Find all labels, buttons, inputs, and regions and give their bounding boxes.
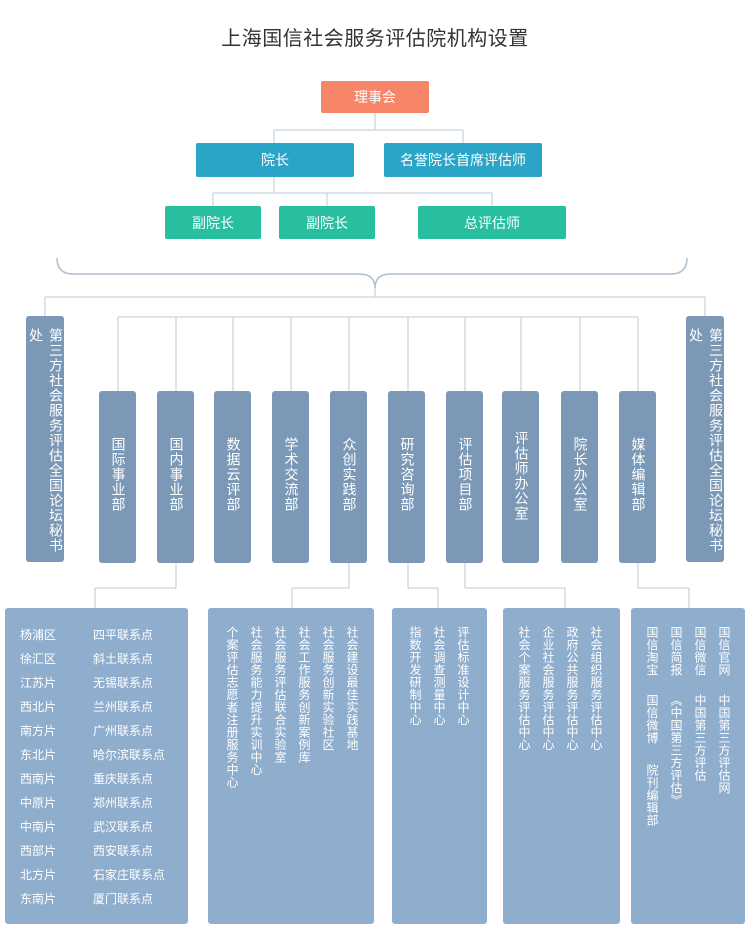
president-box: 院长	[196, 143, 354, 177]
dept-label: 媒体编辑部	[629, 437, 646, 512]
innovation-item: 社会建设最佳实践基地	[345, 626, 359, 751]
innovation-panel	[208, 608, 374, 924]
contact-item: 武汉联系点	[93, 820, 154, 834]
contact-item: 厦门联系点	[93, 892, 154, 906]
region-item: 徐汇区	[20, 652, 57, 666]
evaluation-item: 政府公共服务评估中心	[565, 626, 579, 751]
chief-evaluator-box: 总评估师	[418, 206, 566, 239]
vice-president-label-2: 副院长	[306, 215, 348, 232]
dept-president-office: 院长办公室	[561, 391, 598, 563]
media-item: 国信官网	[717, 626, 731, 676]
region-item: 东北片	[20, 748, 57, 762]
page-title: 上海国信社会服务评估院机构设置	[221, 26, 529, 50]
dept-evaluator-office: 评估师办公室	[502, 391, 539, 563]
dept-academic: 学术交流部	[272, 391, 309, 563]
vice-president-box-1: 副院长	[165, 206, 261, 239]
forum-secretariat-right: 第三方社会服务评估全国论坛秘书处	[686, 316, 724, 562]
innovation-item: 社会工作服务创新案例库	[297, 626, 311, 764]
contact-item: 斜土联系点	[93, 652, 154, 666]
region-item: 西部片	[20, 844, 57, 858]
evaluation-item: 社会组织服务评估中心	[589, 626, 603, 751]
innovation-item: 社会服务能力提升实训中心	[249, 626, 263, 776]
research-item: 指数开发研制中心	[408, 626, 422, 726]
media-item: 中国第三方评估	[693, 694, 707, 782]
innovation-item: 个案评估志愿者注册服务中心	[225, 626, 239, 789]
forum-secretariat-right-label: 第三方社会服务评估全国论坛秘书处	[687, 328, 723, 553]
media-item: 国信微博	[645, 694, 659, 744]
region-item: 江苏片	[20, 676, 57, 690]
evaluation-panel	[503, 608, 620, 924]
vice-president-label-1: 副院长	[192, 215, 234, 232]
forum-secretariat-left: 第三方社会服务评估全国论坛秘书处	[26, 316, 64, 562]
dept-label: 院长办公室	[571, 437, 588, 512]
vice-president-box-2: 副院长	[279, 206, 375, 239]
dept-media: 媒体编辑部	[619, 391, 656, 563]
contact-item: 郑州联系点	[93, 796, 154, 810]
research-item: 社会调查测量中心	[432, 626, 446, 726]
media-item: 国信淘宝	[645, 626, 659, 676]
research-panel	[392, 608, 487, 924]
dept-label: 评估项目部	[456, 437, 473, 512]
contact-item: 广州联系点	[93, 724, 154, 738]
domestic-network-panel: 杨浦区 徐汇区 江苏片 西北片 南方片 东北片 西南片 中原片 中南片 西部片 …	[5, 608, 188, 924]
president-label: 院长	[261, 153, 289, 169]
dept-research: 研究咨询部	[388, 391, 425, 563]
media-journal-item: 院刊编辑部	[645, 764, 659, 827]
contact-item: 四平联系点	[93, 628, 154, 642]
dept-label: 众创实践部	[340, 437, 357, 512]
dept-innovation: 众创实践部	[330, 391, 367, 563]
contact-item: 重庆联系点	[93, 772, 154, 786]
dept-label: 国际事业部	[109, 437, 126, 512]
evaluation-item: 社会个案服务评估中心	[517, 626, 531, 751]
dept-label: 评估师办公室	[512, 431, 529, 521]
research-item: 评估标准设计中心	[456, 626, 470, 726]
region-item: 中原片	[20, 796, 57, 810]
honorary-president-label: 名誉院长首席评估师	[400, 153, 526, 169]
council-label: 理事会	[354, 90, 396, 106]
region-item: 南方片	[20, 724, 57, 738]
region-item: 东南片	[20, 892, 57, 906]
dept-label: 研究咨询部	[398, 437, 415, 512]
region-item: 西南片	[20, 772, 57, 786]
dept-label: 数据云评部	[224, 437, 241, 512]
forum-secretariat-left-label: 第三方社会服务评估全国论坛秘书处	[27, 328, 63, 553]
innovation-item: 社会服务评估联合实验室	[273, 626, 287, 764]
chief-evaluator-label: 总评估师	[464, 215, 520, 232]
region-item: 杨浦区	[20, 628, 57, 642]
honorary-president-box: 名誉院长首席评估师	[384, 143, 542, 177]
innovation-item: 社会服务创新实验社区	[321, 626, 335, 751]
media-panel	[631, 608, 745, 924]
contact-item: 石家庄联系点	[93, 868, 166, 882]
dept-international: 国际事业部	[99, 391, 136, 563]
contact-item: 兰州联系点	[93, 700, 154, 714]
contact-item: 无锡联系点	[93, 676, 154, 690]
region-item: 西北片	[20, 700, 57, 714]
dept-data-cloud: 数据云评部	[214, 391, 251, 563]
council-box: 理事会	[321, 81, 429, 113]
dept-label: 国内事业部	[167, 437, 184, 512]
media-item: 中国第三方评估网	[717, 694, 731, 794]
region-item: 北方片	[20, 868, 57, 882]
evaluation-item: 企业社会服务评估中心	[541, 626, 555, 751]
media-item: 国信简报	[669, 626, 683, 676]
dept-evaluation-projects: 评估项目部	[446, 391, 483, 563]
contact-item: 哈尔滨联系点	[93, 748, 166, 762]
region-item: 中南片	[20, 820, 57, 834]
dept-label: 学术交流部	[282, 437, 299, 512]
media-item: 《中国第三方评估》	[669, 694, 683, 807]
contact-item: 西安联系点	[93, 844, 154, 858]
dept-domestic: 国内事业部	[157, 391, 194, 563]
media-item: 国信微信	[693, 626, 707, 676]
